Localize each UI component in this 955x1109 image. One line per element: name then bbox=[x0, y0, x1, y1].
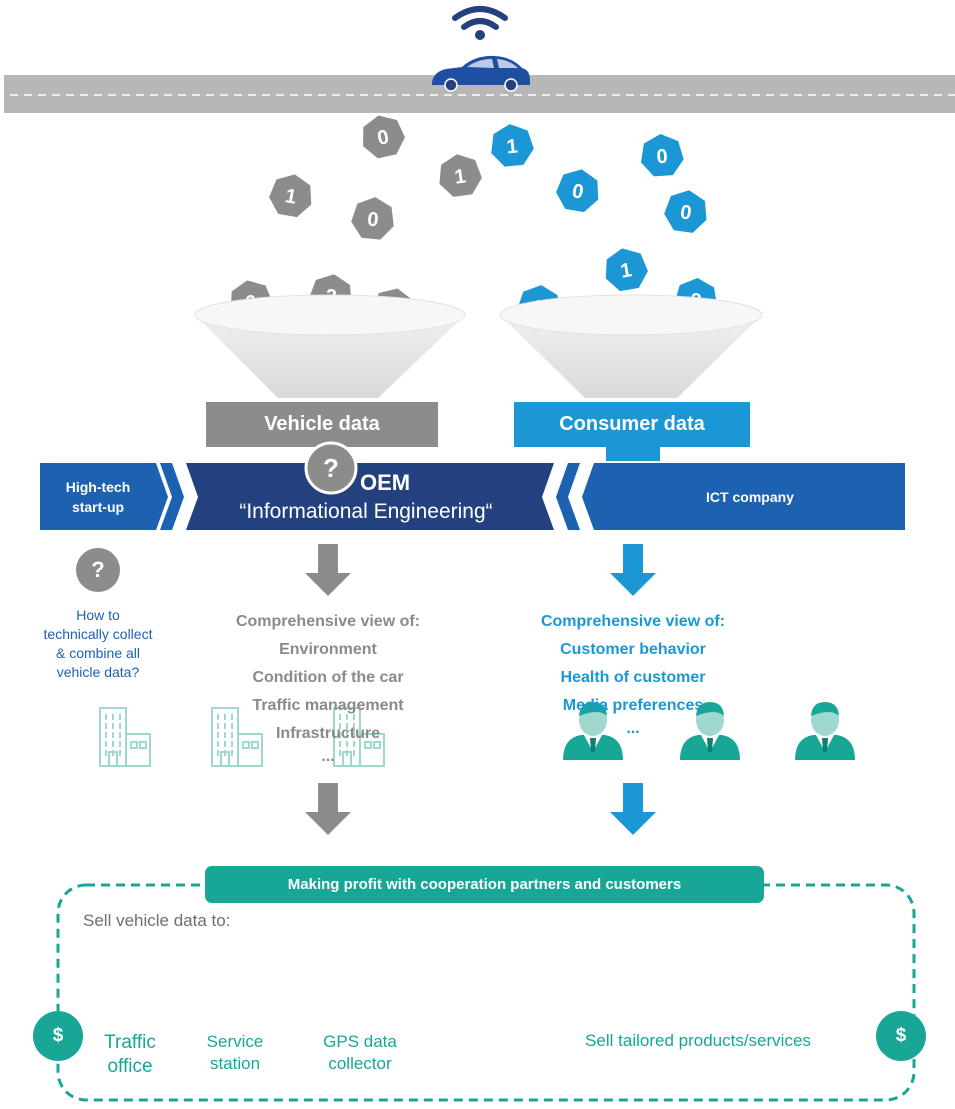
buyer-label-service: Service station bbox=[206, 1032, 264, 1073]
arrow-consumer-bottom bbox=[610, 783, 656, 835]
vehicle-view-list: Comprehensive view of: Environment Condi… bbox=[178, 608, 478, 766]
oem-question-mark: ? bbox=[323, 452, 339, 483]
buyer-label-traffic: Traffic office bbox=[104, 1032, 156, 1077]
wifi-icon bbox=[452, 6, 508, 40]
hexagon-digit: 0 bbox=[679, 201, 693, 224]
role-banner bbox=[40, 441, 905, 530]
hexagon-digit: 0 bbox=[570, 180, 585, 204]
dollar-left-text: $ bbox=[52, 1025, 64, 1046]
person-icon bbox=[680, 702, 740, 760]
person-icon bbox=[563, 702, 623, 760]
oem-subtitle: “Informational Engineering“ bbox=[239, 500, 493, 523]
vehicle-view-item: Condition of the car bbox=[252, 669, 404, 686]
consumer-funnel bbox=[499, 294, 763, 461]
arrow-vehicle-top bbox=[305, 544, 351, 596]
hexagon-digit: 1 bbox=[453, 165, 467, 188]
building-icon bbox=[211, 707, 263, 767]
vehicle-data-label: Vehicle data bbox=[264, 413, 380, 435]
vehicle-view-item: Infrastructure bbox=[275, 725, 381, 742]
consumer-view-heading: Comprehensive view of: bbox=[540, 613, 726, 630]
dollar-right-text: $ bbox=[895, 1025, 907, 1046]
vehicle-view-item: Traffic management bbox=[252, 697, 404, 714]
startup-segment bbox=[40, 463, 168, 530]
profit-title: Making profit with cooperation partners … bbox=[287, 876, 682, 893]
person-icon bbox=[795, 702, 855, 760]
consumer-view-item: Customer behavior bbox=[560, 641, 706, 658]
consumer-data-box bbox=[514, 402, 750, 447]
hexagon-digit: 1 bbox=[283, 185, 298, 209]
hexagon-digit: 0 bbox=[656, 146, 669, 169]
building-icon bbox=[333, 707, 385, 767]
hexagon-digit: 0 bbox=[366, 208, 379, 231]
vehicle-view-heading: Comprehensive view of: bbox=[235, 613, 421, 630]
data-hexagon: 0 bbox=[351, 197, 394, 240]
hexagon-digit: 1 bbox=[619, 259, 634, 283]
data-hexagon: 0 bbox=[363, 115, 405, 159]
vehicle-view-item: ... bbox=[321, 748, 335, 765]
profit-title-box bbox=[205, 866, 764, 903]
consumer-data-connector bbox=[606, 447, 660, 461]
oem-question-badge bbox=[304, 441, 358, 495]
sell-vehicle-label: Sell vehicle data to: bbox=[83, 911, 231, 930]
data-hexagon: 0 bbox=[640, 134, 684, 177]
car-icon bbox=[432, 55, 530, 92]
oem-title: OEM bbox=[360, 470, 411, 495]
data-hexagon: 0 bbox=[556, 169, 599, 213]
consumer-view-item: Media preferences bbox=[562, 697, 704, 714]
side-question-mark: ? bbox=[91, 557, 105, 582]
data-hexagon: 0 bbox=[664, 190, 707, 233]
data-hexagon: 1 bbox=[269, 174, 312, 218]
consumer-view-item: Health of customer bbox=[560, 669, 706, 686]
data-hexagon: 1 bbox=[491, 124, 534, 167]
startup-chevron bbox=[160, 463, 184, 530]
dollar-badge-right bbox=[876, 1011, 926, 1061]
arrow-consumer-top bbox=[610, 544, 656, 596]
hexagon-digit: 1 bbox=[505, 135, 518, 158]
consumer-view-list: Comprehensive view of: Customer behavior… bbox=[488, 608, 778, 738]
arrow-vehicle-bottom bbox=[305, 783, 351, 835]
sell-products-label: Sell tailored products/services bbox=[585, 1031, 811, 1050]
ict-segment bbox=[582, 463, 905, 530]
startup-label: High-tech start-up bbox=[65, 478, 131, 515]
oem-segment bbox=[186, 463, 554, 530]
data-hexagon: 1 bbox=[605, 248, 648, 292]
consumer-data-label: Consumer data bbox=[559, 413, 705, 435]
dollar-badge-left bbox=[33, 1011, 83, 1061]
buyer-label-gps: GPS data collector bbox=[323, 1032, 397, 1073]
ict-chevron bbox=[556, 463, 580, 530]
vehicle-funnel bbox=[194, 294, 466, 447]
side-question-badge bbox=[76, 548, 120, 592]
vehicle-data-box bbox=[206, 402, 438, 447]
ict-label: ICT company bbox=[706, 488, 794, 505]
consumer-view-item: ... bbox=[626, 720, 640, 737]
vehicle-view-item: Environment bbox=[279, 641, 377, 658]
profit-dashed-frame bbox=[56, 883, 916, 1102]
hexagon-digit: 0 bbox=[375, 126, 390, 150]
side-note-text: How to technically collect & combine all… bbox=[43, 607, 153, 680]
data-hexagon: 1 bbox=[439, 154, 482, 197]
building-icon bbox=[99, 707, 151, 767]
